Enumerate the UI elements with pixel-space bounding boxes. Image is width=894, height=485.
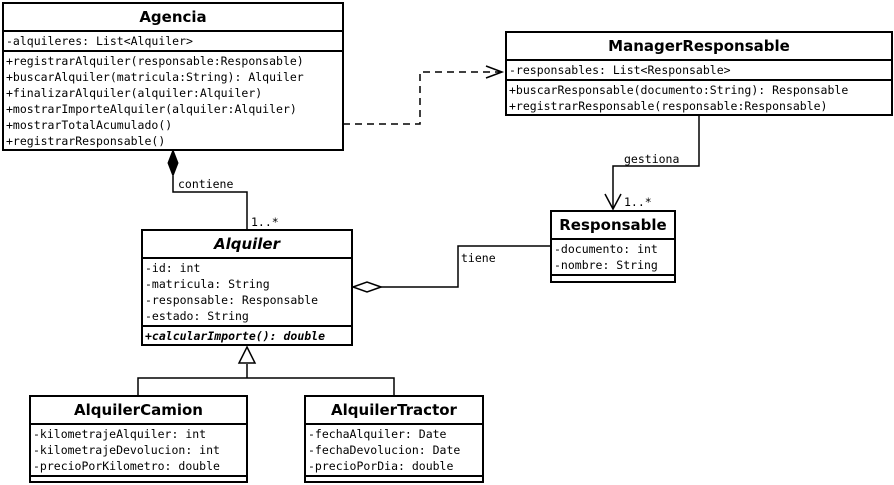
generalization-tractor bbox=[247, 377, 395, 395]
label-contiene: contiene bbox=[178, 177, 234, 191]
generalization-camion bbox=[137, 377, 247, 395]
attribute: -kilometrajeDevolucion: int bbox=[33, 443, 220, 457]
method: +buscarAlquiler(matricula:String): Alqui… bbox=[6, 70, 304, 84]
class-tractor-attributes: -fechaAlquiler: Date -fechaDevolucion: D… bbox=[306, 425, 482, 477]
method: +registrarResponsable() bbox=[6, 134, 166, 148]
label-tiene: tiene bbox=[461, 251, 496, 265]
class-alquiler-methods: +calcularImporte(): double bbox=[143, 327, 351, 344]
attribute: -alquileres: List<Alquiler> bbox=[6, 34, 193, 48]
attribute: -fechaAlquiler: Date bbox=[308, 427, 447, 441]
class-manager-attributes: -responsables: List<Responsable> bbox=[507, 61, 891, 81]
attribute: -id: int bbox=[145, 261, 201, 275]
class-manager-responsable[interactable]: ManagerResponsable -responsables: List<R… bbox=[505, 31, 893, 116]
class-alquiler-camion[interactable]: AlquilerCamion -kilometrajeAlquiler: int… bbox=[29, 395, 248, 483]
composition-agencia-alquiler bbox=[172, 176, 248, 229]
label-gestiona: gestiona bbox=[624, 152, 680, 166]
attribute: -responsables: List<Responsable> bbox=[509, 63, 731, 77]
method: +mostrarImporteAlquiler(alquiler:Alquile… bbox=[6, 102, 297, 116]
aggregation-alquiler-responsable bbox=[381, 245, 550, 288]
dependency-agencia-manager bbox=[343, 71, 500, 125]
class-alquiler-tractor[interactable]: AlquilerTractor -fechaAlquiler: Date -fe… bbox=[304, 395, 484, 483]
method: +mostrarTotalAcumulado() bbox=[6, 118, 173, 132]
class-responsable-methods bbox=[552, 276, 674, 281]
method: +registrarAlquiler(responsable:Responsab… bbox=[6, 54, 304, 68]
dependency-arrowhead bbox=[485, 65, 505, 79]
attribute: -matricula: String bbox=[145, 277, 270, 291]
method: +registrarResponsable(responsable:Respon… bbox=[509, 99, 828, 113]
class-alquiler-name: Alquiler bbox=[143, 231, 351, 259]
class-camion-name: AlquilerCamion bbox=[31, 397, 246, 425]
composition-diamond bbox=[167, 148, 179, 178]
class-manager-methods: +buscarResponsable(documento:String): Re… bbox=[507, 81, 891, 114]
attribute: -nombre: String bbox=[554, 258, 658, 272]
class-tractor-name: AlquilerTractor bbox=[306, 397, 482, 425]
abstract-method: +calcularImporte(): double bbox=[145, 329, 326, 343]
class-responsable-attributes: -documento: int -nombre: String bbox=[552, 240, 674, 276]
class-camion-attributes: -kilometrajeAlquiler: int -kilometrajeDe… bbox=[31, 425, 246, 477]
attribute: -responsable: Responsable bbox=[145, 293, 319, 307]
class-agencia[interactable]: Agencia -alquileres: List<Alquiler> +reg… bbox=[2, 2, 344, 151]
class-alquiler-attributes: -id: int -matricula: String -responsable… bbox=[143, 259, 351, 327]
method: +finalizarAlquiler(alquiler:Alquiler) bbox=[6, 86, 263, 100]
attribute: -documento: int bbox=[554, 242, 658, 256]
attribute: -precioPorKilometro: double bbox=[33, 459, 220, 473]
class-agencia-methods: +registrarAlquiler(responsable:Responsab… bbox=[4, 52, 342, 149]
aggregation-diamond bbox=[350, 281, 384, 293]
association-arrowhead bbox=[604, 193, 622, 211]
class-responsable[interactable]: Responsable -documento: int -nombre: Str… bbox=[550, 210, 676, 283]
attribute: -estado: String bbox=[145, 309, 249, 323]
class-camion-methods bbox=[31, 477, 246, 481]
class-alquiler[interactable]: Alquiler -id: int -matricula: String -re… bbox=[141, 229, 353, 346]
attribute: -kilometrajeAlquiler: int bbox=[33, 427, 207, 441]
class-tractor-methods bbox=[306, 477, 482, 481]
class-agencia-attributes: -alquileres: List<Alquiler> bbox=[4, 32, 342, 52]
generalization-triangle bbox=[237, 345, 257, 364]
association-manager-responsable bbox=[612, 116, 700, 208]
class-responsable-name: Responsable bbox=[552, 212, 674, 240]
attribute: -fechaDevolucion: Date bbox=[308, 443, 461, 457]
method: +buscarResponsable(documento:String): Re… bbox=[509, 83, 849, 97]
label-gestiona-multiplicity: 1..* bbox=[624, 195, 652, 209]
attribute: -precioPorDia: double bbox=[308, 459, 454, 473]
class-agencia-name: Agencia bbox=[4, 4, 342, 32]
label-contiene-multiplicity: 1..* bbox=[251, 215, 279, 229]
class-manager-name: ManagerResponsable bbox=[507, 33, 891, 61]
